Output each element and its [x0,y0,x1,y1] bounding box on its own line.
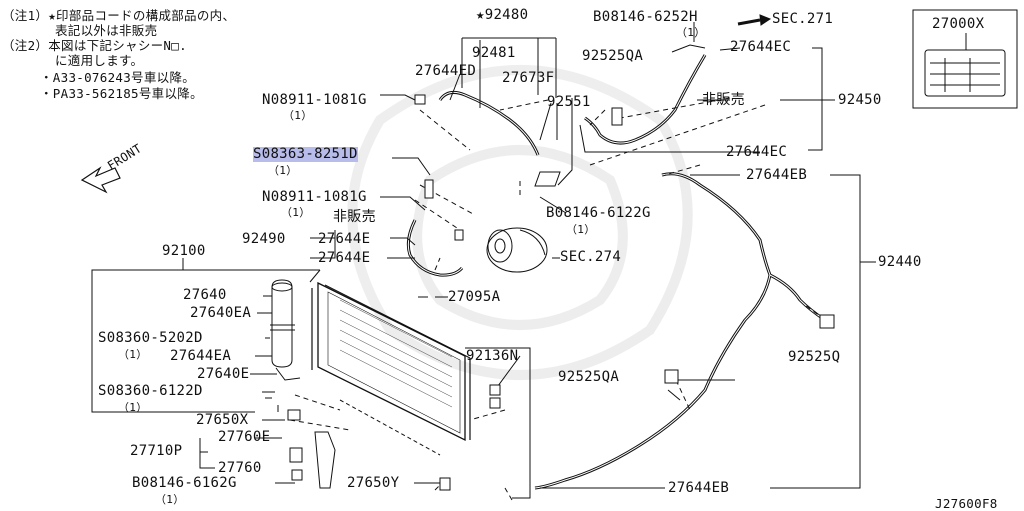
label-92490: 92490 [242,231,286,247]
label-08911-1081G-2: N08911-1081G [262,189,367,205]
label-08360-6122D: S08360-6122D [98,383,203,399]
label-92480: ★92480 [476,7,529,23]
qty-08363-8251D: （1） [268,164,298,177]
receiver-drier [270,279,301,381]
drawing-id: J27600F8 [935,496,998,511]
label-08146-6252H: B08146-6252H [593,9,698,25]
label-08146-6122G: B08146-6122G [546,205,651,221]
note-1: （注1）★印部品コードの構成部品の内、 [2,8,236,23]
note-1b: 表記以外は非販売 [55,23,158,38]
label-hihanbai-left: 非販売 [333,209,376,225]
label-27644EB-bottom: 27644EB [668,480,730,496]
label-27644EA: 27644EA [170,348,232,364]
label-92551: 92551 [547,94,591,110]
qty-08146-6252H: （1） [676,26,706,39]
label-27644EC-top: 27644EC [730,39,792,55]
label-27640EA: 27640EA [190,305,252,321]
label-27650Y: 27650Y [347,475,400,491]
label-27095A: 27095A [448,289,501,305]
bracket-92100 [91,258,255,413]
label-sec-271: SEC.271 [772,11,834,27]
qty-08360-5202D: （1） [118,348,148,361]
label-27710P: 27710P [130,443,183,459]
label-92525Q: 92525Q [788,349,841,365]
label-92100: 92100 [162,243,206,259]
label-sec-274: SEC.274 [560,249,622,265]
label-27650X: 27650X [196,412,249,428]
qty-08146-6162G: （1） [155,493,185,506]
front-arrow [80,166,121,194]
compressor [486,227,548,273]
label-hihanbai-top: 非販売 [702,92,745,108]
pipe-92450 [584,54,707,145]
label-27644EC-mid: 27644EC [726,144,788,160]
label-92440: 92440 [878,254,922,270]
note-chassis-1: ・A33-076243号車以降。 [40,70,196,85]
label-27673F: 27673F [502,70,555,86]
label-92525QA-right: 92525QA [558,369,620,385]
qty-08360-6122D: （1） [118,401,148,414]
note-2: （注2）本図は下記シャシーN□. [2,38,187,53]
qty-08911-1081G-2: （1） [281,206,311,219]
label-27640: 27640 [183,287,227,303]
note-2b: に適用します。 [55,53,144,68]
qty-08146-6122G: （1） [566,223,596,236]
qty-08911-1081G-1: （1） [283,109,313,122]
label-27644E-2: 27644E [318,250,371,266]
label-08360-5202D: S08360-5202D [98,330,203,346]
label-08363-8251D: S08363-8251D [253,146,358,162]
note-chassis-2: ・PA33-562185号車以降。 [40,86,203,101]
label-92525QA-top: 92525QA [582,48,644,64]
label-27644EB-top: 27644EB [746,167,808,183]
label-27644ED: 27644ED [415,63,477,79]
condenser [311,281,471,442]
label-92136N: 92136N [466,348,519,364]
label-27760E: 27760E [218,429,271,445]
label-92481: 92481 [472,45,516,61]
watermark [347,65,693,380]
label-08146-6162G: B08146-6162G [132,475,237,491]
label-27640E: 27640E [197,366,250,382]
label-27644E-1: 27644E [318,231,371,247]
label-08911-1081G-1: N08911-1081G [262,92,367,108]
label-27760: 27760 [218,460,262,476]
legend-box-label: 27000X [932,16,985,32]
label-92450: 92450 [838,92,882,108]
